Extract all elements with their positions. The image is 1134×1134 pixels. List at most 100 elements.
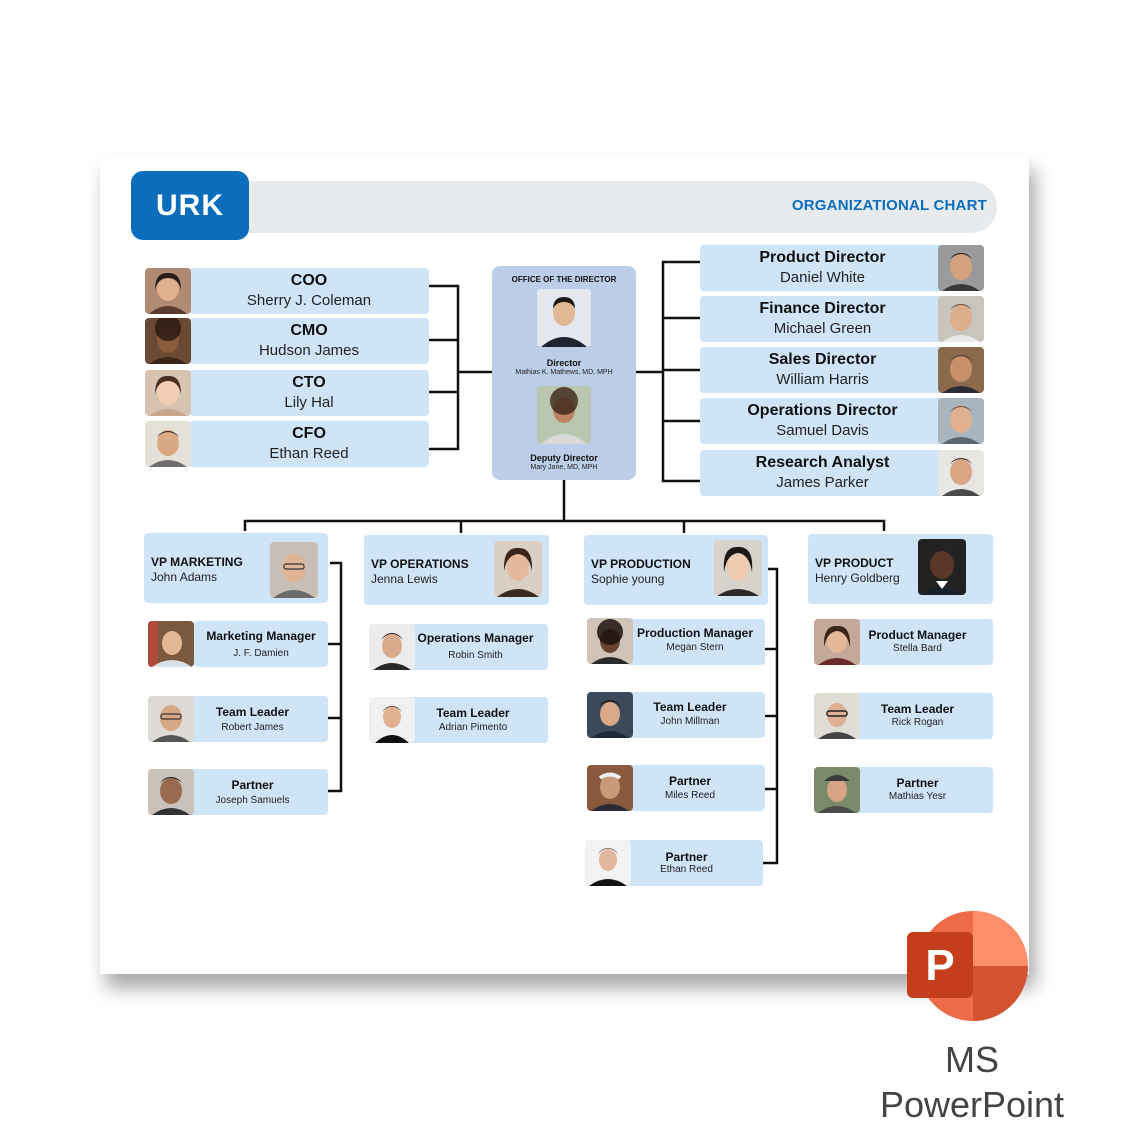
company-logo: URK — [131, 171, 249, 240]
exec-title: Product Director — [759, 249, 886, 266]
vp-title: VP PRODUCT — [815, 556, 894, 570]
exec-card-cto[interactable]: CTO Lily Hal — [189, 370, 429, 416]
exec-card-coo[interactable]: COO Sherry J. Coleman — [189, 268, 429, 314]
team-name: Adrian Pimento — [438, 722, 508, 733]
exec-name: Hudson James — [258, 342, 360, 359]
exec-name: Daniel White — [779, 269, 866, 286]
avatar — [587, 692, 633, 738]
avatar — [814, 767, 860, 813]
exec-title: CMO — [290, 322, 328, 339]
exec-name: Samuel Davis — [776, 422, 869, 439]
exec-title: CFO — [292, 425, 326, 442]
vp-title: VP OPERATIONS — [371, 557, 469, 571]
team-name: Joseph Samuels — [215, 795, 290, 806]
exec-title: COO — [290, 272, 328, 289]
header-bar — [131, 181, 997, 233]
team-name: Miles Reed — [664, 790, 716, 801]
vp-title: VP PRODUCTION — [591, 557, 691, 571]
team-title: Partner — [231, 778, 274, 792]
exec-name: Ethan Reed — [269, 445, 349, 462]
powerpoint-icon-letter: P — [925, 941, 954, 990]
exec-name: Michael Green — [773, 320, 872, 337]
branding-line1: MS — [945, 1039, 999, 1080]
avatar — [148, 621, 194, 667]
deputy-name: Mary Jane, MD, MPH — [530, 464, 598, 471]
team-title: Team Leader — [653, 700, 727, 714]
team-card[interactable]: Partner Miles Reed — [615, 765, 765, 811]
vp-name: Henry Goldberg — [815, 571, 900, 585]
avatar — [587, 765, 633, 811]
exec-card-research-analyst[interactable]: Research Analyst James Parker — [700, 450, 945, 496]
avatar — [938, 450, 984, 496]
team-name: Rick Rogan — [891, 717, 944, 728]
avatar — [585, 840, 631, 886]
avatar — [814, 693, 860, 739]
exec-title: Operations Director — [747, 402, 898, 419]
team-title: Partner — [896, 776, 939, 790]
avatar — [145, 268, 191, 314]
avatar — [938, 245, 984, 291]
team-title: Partner — [665, 850, 708, 864]
team-card[interactable]: Marketing Manager J. F. Damien — [194, 621, 328, 667]
exec-card-operations-director[interactable]: Operations Director Samuel Davis — [700, 398, 945, 444]
avatar — [148, 769, 194, 815]
avatar — [938, 398, 984, 444]
avatar — [369, 624, 415, 670]
avatar — [145, 318, 191, 364]
team-card[interactable]: Partner Mathias Yesr — [842, 767, 993, 813]
team-card[interactable]: Partner Joseph Samuels — [177, 769, 328, 815]
avatar — [369, 697, 415, 743]
avatar — [938, 347, 984, 393]
vp-card-production[interactable]: VP PRODUCTION Sophie young — [584, 535, 768, 605]
exec-name: Sherry J. Coleman — [246, 292, 372, 309]
team-name: Megan Stern — [666, 642, 724, 653]
director-photo — [537, 289, 591, 347]
team-card[interactable]: Team Leader John Millman — [615, 692, 765, 738]
exec-name: James Parker — [776, 474, 869, 491]
powerpoint-icon: P — [907, 911, 1028, 1021]
chart-title: ORGANIZATIONAL CHART — [791, 197, 987, 214]
exec-card-finance-director[interactable]: Finance Director Michael Green — [700, 296, 945, 342]
branding-line2: PowerPoint — [879, 1084, 1065, 1125]
avatar — [148, 696, 194, 742]
exec-card-sales-director[interactable]: Sales Director William Harris — [700, 347, 945, 393]
vp-title: VP MARKETING — [151, 555, 243, 569]
team-card[interactable]: Partner Ethan Reed — [610, 840, 763, 886]
team-card[interactable]: Team Leader Adrian Pimento — [398, 697, 548, 743]
team-title: Partner — [668, 774, 712, 788]
avatar — [938, 296, 984, 342]
exec-card-product-director[interactable]: Product Director Daniel White — [700, 245, 945, 291]
team-name: J. F. Damien — [233, 648, 289, 659]
exec-title: Research Analyst — [755, 454, 890, 471]
team-name: Mathias Yesr — [888, 791, 947, 802]
team-title: Team Leader — [436, 706, 510, 720]
deputy-role: Deputy Director — [530, 453, 598, 463]
team-title: Marketing Manager — [206, 629, 316, 643]
vp-card-product[interactable]: VP PRODUCT Henry Goldberg — [808, 534, 993, 604]
team-name: Stella Bard — [893, 643, 942, 654]
team-card[interactable]: Operations Manager Robin Smith — [403, 624, 548, 670]
team-card[interactable]: Product Manager Stella Bard — [842, 619, 993, 665]
vp-card-marketing[interactable]: VP MARKETING John Adams — [144, 533, 328, 603]
avatar — [587, 618, 633, 664]
team-name: John Millman — [660, 716, 720, 727]
avatar — [270, 542, 318, 598]
team-card[interactable]: Team Leader Robert James — [177, 696, 328, 742]
team-title: Product Manager — [868, 628, 967, 642]
exec-title: Sales Director — [768, 351, 877, 368]
exec-card-cmo[interactable]: CMO Hudson James — [189, 318, 429, 364]
office-of-director[interactable]: OFFICE OF THE DIRECTOR Director Mathias … — [492, 266, 636, 480]
vp-card-operations[interactable]: VP OPERATIONS Jenna Lewis — [364, 535, 549, 605]
deputy-photo — [537, 386, 591, 444]
director-role: Director — [546, 358, 582, 368]
team-title: Team Leader — [880, 702, 955, 716]
vp-name: Sophie young — [591, 572, 665, 586]
team-title: Production Manager — [636, 626, 753, 640]
office-heading: OFFICE OF THE DIRECTOR — [511, 275, 617, 284]
team-card[interactable]: Team Leader Rick Rogan — [842, 693, 993, 739]
team-card[interactable]: Production Manager Megan Stern — [625, 619, 765, 665]
team-name: Robin Smith — [448, 650, 503, 661]
exec-card-cfo[interactable]: CFO Ethan Reed — [189, 421, 429, 467]
exec-name: William Harris — [776, 371, 869, 388]
